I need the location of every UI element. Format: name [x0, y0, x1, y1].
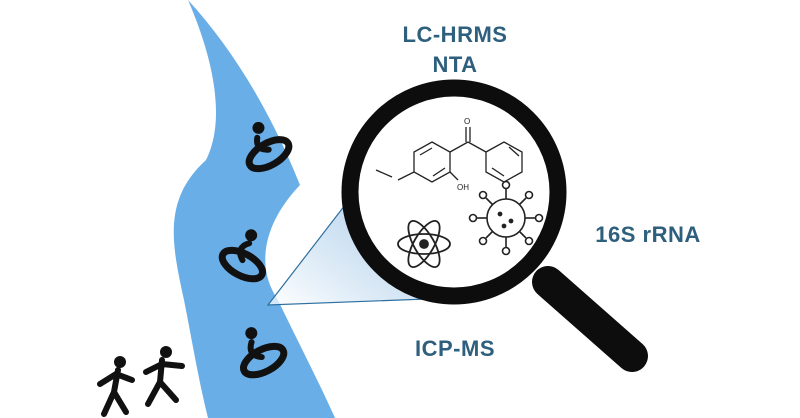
icp-ms-label: ICP-MS: [415, 336, 495, 361]
tubing-person-icon: [240, 327, 288, 379]
virus-icon: [468, 180, 544, 256]
lc-hrms-label: LC-HRMS: [402, 22, 508, 47]
tubing-person-icon: [218, 229, 266, 283]
benzophenone-molecule-icon: [375, 127, 523, 183]
river: [173, 0, 335, 418]
running-people-icon: [97, 346, 185, 417]
atom-icon: [397, 220, 451, 268]
tubing-person-icon: [245, 121, 293, 173]
nta-label: NTA: [432, 52, 478, 77]
molecule-oxygen-label: O: [464, 117, 470, 126]
16s-rrna-label: 16S rRNA: [595, 222, 701, 247]
molecule-hydroxyl-label: OH: [457, 183, 469, 192]
